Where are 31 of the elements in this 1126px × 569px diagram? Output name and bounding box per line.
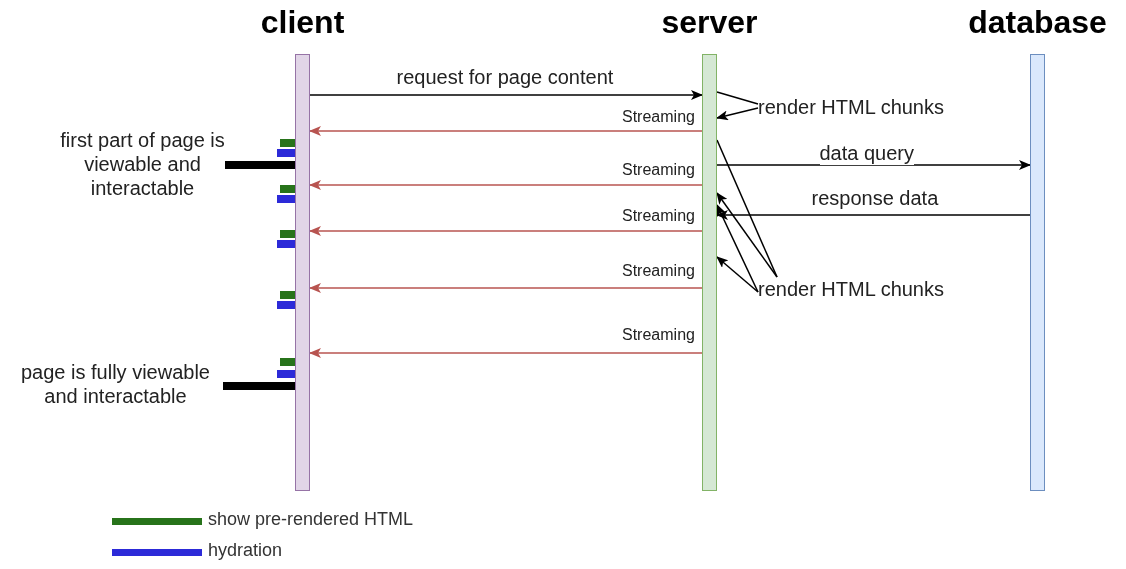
annotation-text: render HTML chunks [758,277,973,301]
line [716,91,759,105]
arrow [716,210,1031,220]
arrow [716,160,1031,170]
edge-label: response data [811,187,939,210]
lifeline-title: client [259,4,346,41]
arrow [309,180,703,190]
edge-label: Streaming [622,262,695,280]
arrow [716,107,759,121]
line [716,139,778,278]
lifeline-title: database [967,4,1108,41]
edge-label: request for page content [396,66,614,89]
arrow [309,348,703,358]
legend-label: hydration [208,540,283,561]
arrow [309,126,703,136]
annotation-text: page is fully viewable and interactable [8,360,223,408]
edge-label: Streaming [622,207,695,225]
annotation-text: first part of page is viewable and interactable [60,128,225,200]
arrow [309,226,703,236]
lifeline-title: server [660,4,759,41]
edge-label: data query [819,142,914,165]
arrow [716,256,759,293]
edge-label: Streaming [622,326,695,344]
edge-label: Streaming [622,161,695,179]
arrow [716,192,778,278]
arrow [309,90,703,100]
legend-label: show pre-rendered HTML [208,509,414,530]
annotation-text: render HTML chunks [758,95,973,119]
arrow [309,283,703,293]
edge-label: Streaming [622,108,695,126]
arrow [716,204,759,293]
